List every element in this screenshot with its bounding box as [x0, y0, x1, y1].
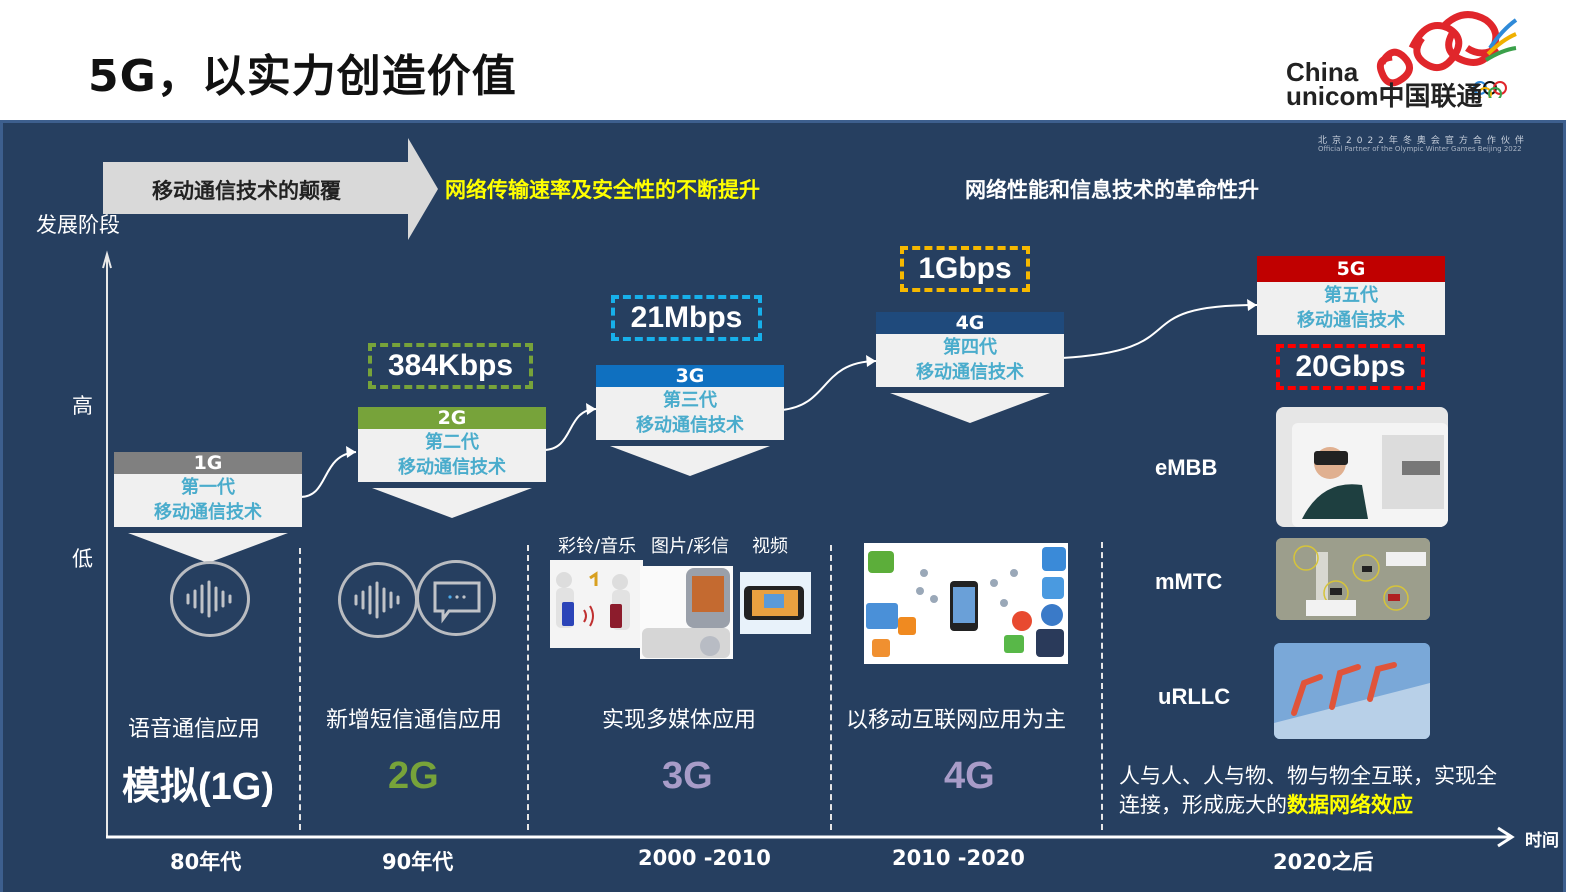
- gen-card-line1: 第一代: [181, 477, 235, 498]
- gen-big-label-1g: 模拟(1G): [122, 766, 275, 808]
- video-phone-image: [740, 572, 811, 634]
- gen-card-3g: 3G 第三代 移动通信技术: [596, 365, 784, 476]
- gen-card-line2: 移动通信技术: [916, 362, 1024, 383]
- logo-text-unicom: unicom中国联通: [1286, 81, 1483, 111]
- app-desc-3g: 实现多媒体应用: [602, 708, 757, 733]
- unicom-knot-icon: [1376, 11, 1518, 98]
- embb-vr-image: [1276, 407, 1448, 527]
- era-label-2020-after: 2020之后: [1273, 850, 1374, 874]
- mobile-apps-image: [864, 543, 1068, 664]
- banner-right-label: 网络性能和信息技术的革命性升: [965, 178, 1259, 202]
- gen-card-line2: 移动通信技术: [1297, 310, 1405, 331]
- down-chevron-icon: [890, 393, 1050, 423]
- down-chevron-icon: [610, 446, 770, 476]
- gen-card-body: 第一代 移动通信技术: [114, 474, 302, 527]
- gen-big-label-3g: 3G: [662, 755, 713, 797]
- speed-box-5g: 20Gbps: [1276, 344, 1425, 390]
- gen-card-line1: 第五代: [1324, 285, 1378, 306]
- sms-message-icon: [416, 560, 496, 636]
- voice-wave-icon: [170, 561, 250, 637]
- page-title: 5G，以实力创造价值: [88, 51, 517, 102]
- usecase-label-urllc: uRLLC: [1158, 684, 1231, 709]
- gen-big-label-2g: 2G: [388, 755, 439, 797]
- summary-body: 人与人、人与物、物与物全互联，实现全连接，形成庞大的: [1119, 764, 1497, 817]
- gen-card-body: 第二代 移动通信技术: [358, 429, 546, 482]
- gen-card-header: 5G: [1257, 256, 1445, 282]
- era-separator: [299, 548, 301, 830]
- media-label-ringtone: 彩铃/音乐: [558, 536, 637, 557]
- china-unicom-logo: China unicom中国联通: [1282, 8, 1532, 118]
- era-separator: [1101, 542, 1103, 830]
- media-label-mms: 图片/彩信: [651, 536, 730, 557]
- gen-card-header: 3G: [596, 365, 784, 387]
- y-axis-high-label: 高: [72, 394, 93, 418]
- speed-box-4g: 1Gbps: [900, 246, 1030, 292]
- gen-card-body: 第五代 移动通信技术: [1257, 282, 1445, 335]
- era-label-2010-2020: 2010 -2020: [892, 846, 1025, 870]
- logo-text-china: China: [1286, 57, 1359, 87]
- urllc-robots-image: [1274, 643, 1430, 739]
- app-desc-1g: 语音通信应用: [128, 717, 261, 742]
- era-label-80s: 80年代: [170, 850, 242, 874]
- voice-wave-icon: [338, 562, 418, 638]
- era-separator: [830, 545, 832, 830]
- gen-card-4g: 4G 第四代 移动通信技术: [876, 312, 1064, 423]
- partner-text-cn: 北京2022年冬奥会官方合作伙伴: [1318, 136, 1529, 146]
- banner-arrow-shape: [103, 138, 438, 240]
- gen-card-2g: 2G 第二代 移动通信技术: [358, 407, 546, 518]
- x-axis-title: 时间: [1525, 831, 1559, 851]
- era-label-90s: 90年代: [382, 850, 454, 874]
- media-label-video: 视频: [752, 536, 788, 557]
- ringtone-image: [550, 560, 643, 648]
- usecase-label-mmtc: mMTC: [1155, 569, 1223, 594]
- flip-phone-image: [640, 566, 733, 659]
- gen-card-body: 第四代 移动通信技术: [876, 334, 1064, 387]
- y-axis-low-label: 低: [72, 547, 93, 571]
- gen-card-header: 4G: [876, 312, 1064, 334]
- 5g-summary-text: 人与人、人与物、物与物全互联，实现全连接，形成庞大的数据网络效应: [1119, 762, 1499, 820]
- era-label-2000-2010: 2000 -2010: [638, 846, 771, 870]
- summary-highlight: 数据网络效应: [1287, 793, 1413, 817]
- speed-box-2g: 384Kbps: [368, 343, 533, 389]
- gen-card-1g: 1G 第一代 移动通信技术: [114, 452, 302, 563]
- gen-card-body: 第三代 移动通信技术: [596, 387, 784, 440]
- mmtc-traffic-image: [1276, 538, 1430, 620]
- gen-card-line1: 第四代: [943, 337, 997, 358]
- down-chevron-icon: [128, 533, 288, 563]
- app-desc-2g: 新增短信通信应用: [326, 708, 503, 733]
- gen-card-header: 1G: [114, 452, 302, 474]
- usecase-label-embb: eMBB: [1155, 455, 1218, 480]
- partner-text-en: Official Partner of the Olympic Winter G…: [1318, 145, 1522, 153]
- gen-card-line1: 第三代: [663, 390, 717, 411]
- speed-box-3g: 21Mbps: [611, 295, 762, 341]
- app-desc-4g: 以移动互联网应用为主: [846, 708, 1067, 733]
- y-axis-title: 发展阶段: [36, 213, 120, 237]
- down-chevron-icon: [372, 488, 532, 518]
- gen-card-5g: 5G 第五代 移动通信技术: [1257, 256, 1445, 335]
- gen-big-label-4g: 4G: [944, 755, 995, 797]
- gen-card-line2: 移动通信技术: [154, 502, 262, 523]
- gen-card-line2: 移动通信技术: [398, 457, 506, 478]
- banner-arrow-label: 移动通信技术的颠覆: [152, 179, 341, 203]
- banner-mid-label: 网络传输速率及安全性的不断提升: [445, 178, 760, 202]
- gen-card-line1: 第二代: [425, 432, 479, 453]
- gen-card-header: 2G: [358, 407, 546, 429]
- gen-card-line2: 移动通信技术: [636, 415, 744, 436]
- era-separator: [527, 545, 529, 830]
